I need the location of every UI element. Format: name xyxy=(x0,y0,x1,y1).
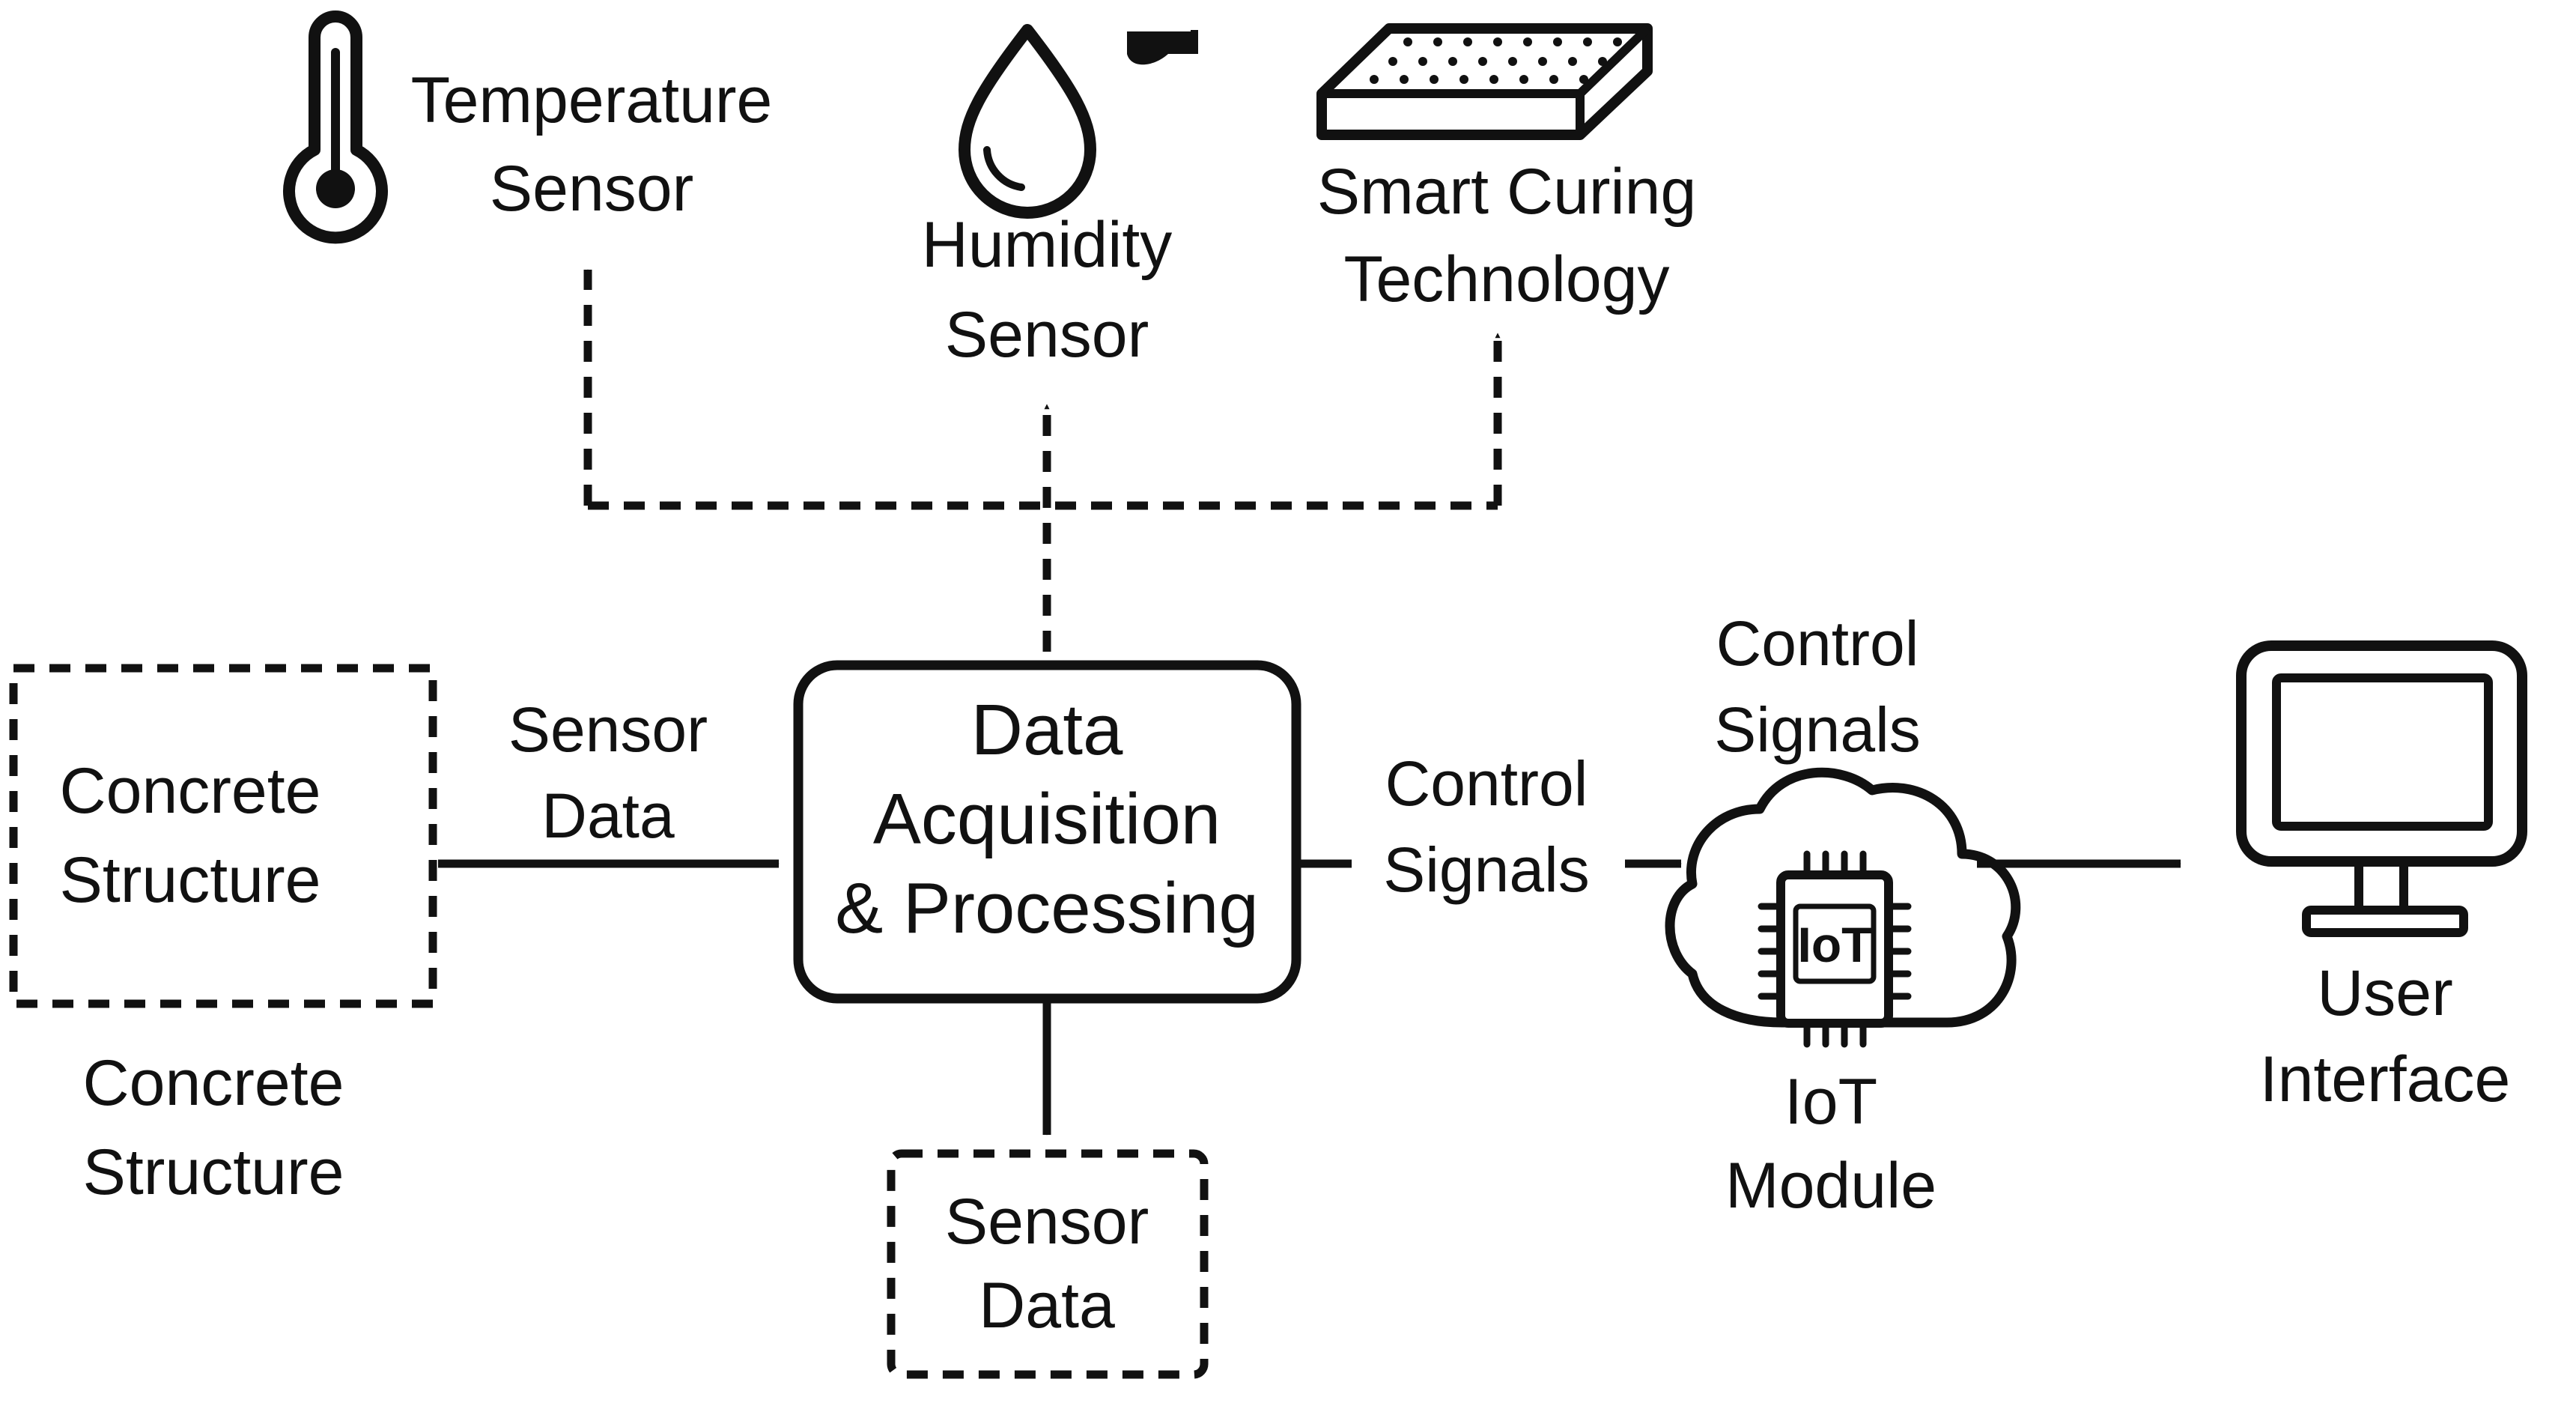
smart-curing-line1: Smart Curing xyxy=(1317,156,1697,228)
temperature-sensor-label: Temperature Sensor xyxy=(411,64,773,225)
control-signals-edge-label: Control Signals xyxy=(1383,748,1590,905)
sensor-data-edge-label: Sensor Data xyxy=(508,694,708,851)
concrete-structure-caption: Concrete Structure xyxy=(83,1047,344,1208)
humidity-sensor-label: Humidity Sensor xyxy=(922,209,1173,371)
temperature-sensor-line1: Temperature xyxy=(411,64,773,136)
iot-chip-icon: IoT xyxy=(1758,850,1912,1048)
sensor-data-edge-line2: Data xyxy=(541,781,675,851)
user-interface-label: User Interface xyxy=(2260,957,2511,1115)
control-signals-top-label: Control Signals xyxy=(1714,608,1921,765)
sensor-data-box-line1: Sensor xyxy=(945,1186,1149,1258)
data-acquisition-label: Data Acquisition & Processing xyxy=(835,690,1259,948)
iot-module-line2: Module xyxy=(1725,1150,1936,1222)
data-acquisition-line2: Acquisition xyxy=(873,779,1221,859)
sensor-data-box-line2: Data xyxy=(979,1270,1115,1342)
iot-module-label: IoT Module xyxy=(1725,1066,1936,1222)
iot-module-line1: IoT xyxy=(1784,1066,1877,1138)
concrete-caption-line2: Structure xyxy=(83,1136,344,1208)
sensor-feedback-connectors xyxy=(583,269,1502,652)
sensor-data-box xyxy=(887,1149,1209,1379)
data-acquisition-line1: Data xyxy=(971,690,1123,770)
curing-mat-icon xyxy=(1316,23,1653,140)
iot-chip-label: IoT xyxy=(1798,917,1872,972)
control-signals-top-line2: Signals xyxy=(1714,694,1921,765)
humidity-sensor-line1: Humidity xyxy=(922,209,1173,281)
monitor-icon xyxy=(2236,640,2527,937)
sensor-data-edge-line1: Sensor xyxy=(508,694,708,765)
thermometer-icon xyxy=(283,10,388,244)
concrete-box-line2: Structure xyxy=(60,844,321,916)
user-interface-line1: User xyxy=(2317,957,2453,1029)
concrete-structure-box xyxy=(9,664,437,1008)
pointing-hand-icon xyxy=(1127,30,1198,65)
control-signals-top-line1: Control xyxy=(1716,608,1919,679)
concrete-caption-line1: Concrete xyxy=(83,1047,344,1119)
concrete-structure-box-label: Concrete Structure xyxy=(60,755,321,916)
control-signals-edge-line1: Control xyxy=(1385,748,1588,819)
data-acquisition-line3: & Processing xyxy=(835,868,1259,948)
water-drop-icon xyxy=(959,24,1096,219)
sensor-data-box-label: Sensor Data xyxy=(945,1186,1149,1342)
temperature-sensor-line2: Sensor xyxy=(490,153,694,225)
data-acquisition-box xyxy=(793,660,1301,1004)
humidity-sensor-line2: Sensor xyxy=(945,299,1149,371)
user-interface-line2: Interface xyxy=(2260,1043,2511,1115)
smart-curing-line2: Technology xyxy=(1343,243,1669,315)
smart-curing-label: Smart Curing Technology xyxy=(1317,156,1697,315)
control-signals-edge-line2: Signals xyxy=(1383,834,1590,905)
concrete-box-line1: Concrete xyxy=(60,755,321,827)
